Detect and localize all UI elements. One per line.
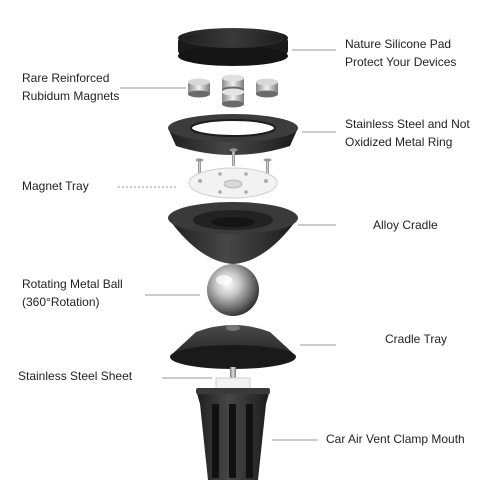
label-silicone-pad-line2: Protect Your Devices xyxy=(345,55,457,69)
vent-clamp xyxy=(196,388,270,480)
silicone-pad xyxy=(178,28,288,66)
leader-lines xyxy=(118,49,336,441)
label-silicone-pad: Nature Silicone Pad Protect Your Devices xyxy=(345,35,456,71)
label-alloy-cradle: Alloy Cradle xyxy=(373,216,438,234)
label-alloy-cradle-line1: Alloy Cradle xyxy=(373,218,438,232)
label-steel-sheet: Stainless Steel Sheet xyxy=(18,367,132,385)
label-metal-ball-line1: Rotating Metal Ball xyxy=(22,277,123,291)
label-silicone-pad-line1: Nature Silicone Pad xyxy=(345,37,452,51)
label-magnets-line1: Rare Reinforced xyxy=(22,71,110,85)
label-metal-ring: Stainless Steel and Not Oxidized Metal R… xyxy=(345,115,470,151)
magnet-tray xyxy=(188,167,278,199)
metal-ball xyxy=(207,264,259,316)
label-vent-clamp: Car Air Vent Clamp Mouth xyxy=(326,430,465,448)
label-cradle-tray: Cradle Tray xyxy=(385,330,447,348)
label-metal-ball: Rotating Metal Ball (360°Rotation) xyxy=(22,275,123,311)
label-magnets: Rare Reinforced Rubidum Magnets xyxy=(22,69,119,105)
magnets xyxy=(188,74,278,108)
label-metal-ring-line2: Oxidized Metal Ring xyxy=(345,135,453,149)
screws xyxy=(195,148,272,176)
label-metal-ball-line2: (360°Rotation) xyxy=(22,295,100,309)
alloy-cradle xyxy=(168,202,298,264)
metal-ring xyxy=(168,114,298,155)
label-magnet-tray-line1: Magnet Tray xyxy=(22,179,89,193)
label-magnet-tray: Magnet Tray xyxy=(22,177,89,195)
label-magnets-line2: Rubidum Magnets xyxy=(22,89,120,103)
label-vent-clamp-line1: Car Air Vent Clamp Mouth xyxy=(326,432,465,446)
label-cradle-tray-line1: Cradle Tray xyxy=(385,332,448,346)
label-metal-ring-line1: Stainless Steel and Not xyxy=(345,117,470,131)
label-steel-sheet-line1: Stainless Steel Sheet xyxy=(18,369,133,383)
cradle-tray xyxy=(170,325,296,369)
